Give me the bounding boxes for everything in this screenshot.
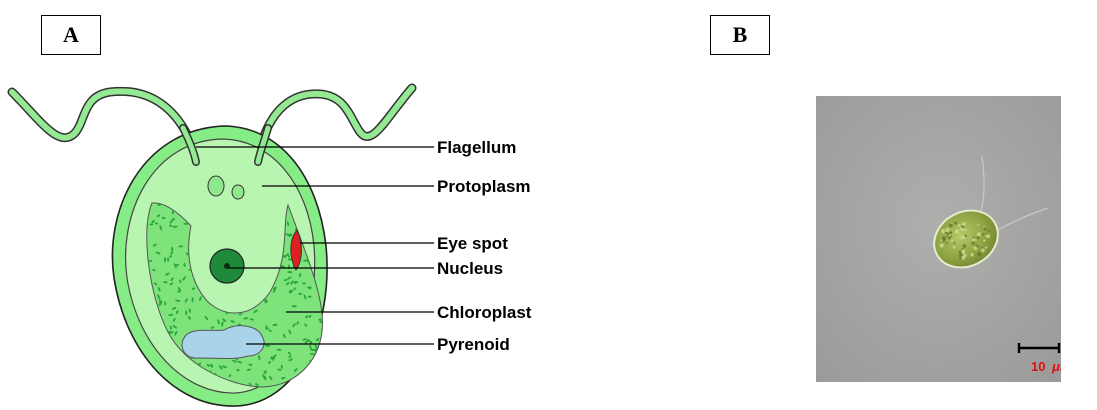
micrograph-texture-dot <box>982 233 985 236</box>
micrograph-texture-dot <box>986 234 990 238</box>
nucleus-organelle <box>210 249 244 283</box>
micrograph-texture-dot <box>970 253 973 256</box>
micrograph-texture-dot <box>940 244 944 248</box>
micrograph-texture-dot <box>959 251 962 254</box>
micrograph-texture-dot <box>954 222 957 225</box>
micrograph-texture-dot <box>945 228 949 232</box>
panel-label-b: B <box>710 15 770 55</box>
chloroplast-dot <box>325 353 330 358</box>
micrograph-texture-dot <box>953 246 956 249</box>
micrograph-texture-dot <box>949 231 952 234</box>
micrograph-texture-dot <box>972 241 976 245</box>
chloroplast-dot <box>319 350 322 355</box>
micrograph-texture-dot <box>964 229 967 232</box>
micrograph-texture-dot <box>941 229 945 233</box>
micrograph-texture-dot <box>981 249 985 253</box>
scale-bar-label: 10 μm <box>1031 359 1061 374</box>
label-pyrenoid: Pyrenoid <box>437 335 510 354</box>
micrograph-texture-dot <box>949 223 953 227</box>
micrograph-texture-dot <box>946 242 948 244</box>
micrograph-texture-dot <box>946 235 948 237</box>
label-eye-spot: Eye spot <box>437 234 508 253</box>
micrograph-texture-dot <box>977 252 981 256</box>
chloroplast-dot <box>300 374 305 379</box>
micrograph-texture-dot <box>981 245 983 247</box>
micrograph-texture-dot <box>951 240 953 242</box>
micrograph-texture-dot <box>984 227 987 230</box>
chloroplast-dot <box>293 384 298 387</box>
micrograph-texture-dot <box>983 226 985 228</box>
micrograph-panel: 10 μm <box>816 96 1061 382</box>
micrograph-texture-dot <box>961 248 963 250</box>
chloroplast-dot <box>323 384 328 386</box>
chloroplast-dot <box>148 380 150 383</box>
label-protoplasm: Protoplasm <box>437 177 531 196</box>
chloroplast-dot <box>308 296 312 298</box>
micrograph-texture-dot <box>940 239 942 241</box>
chlamydomonas-diagram: Flagellum Protoplasm Eye spot Nucleus Ch… <box>0 0 700 410</box>
micrograph-texture-dot <box>947 233 949 235</box>
micrograph-texture-dot <box>962 225 965 228</box>
label-chloroplast: Chloroplast <box>437 303 532 322</box>
chloroplast-dot <box>322 202 325 207</box>
micrograph-texture-dot <box>958 224 961 227</box>
chloroplast-dot <box>156 386 159 392</box>
micrograph-texture-dot <box>985 246 988 249</box>
micrograph-texture-dot <box>977 232 981 236</box>
micrograph-image: 10 μm <box>816 96 1061 382</box>
micrograph-texture-dot <box>977 236 980 239</box>
micrograph-texture-dot <box>961 256 965 260</box>
micrograph-texture-dot <box>948 237 951 240</box>
scale-bar-unit: μm <box>1051 359 1061 374</box>
chloroplast-dot <box>320 383 325 386</box>
label-nucleus: Nucleus <box>437 259 503 278</box>
micrograph-texture-dot <box>955 229 959 233</box>
micrograph-texture-dot <box>953 242 955 244</box>
chloroplast-dot <box>147 367 150 371</box>
chloroplast-dot <box>143 374 147 378</box>
chloroplast-dot <box>141 360 146 364</box>
micrograph-texture-dot <box>983 239 986 242</box>
micrograph-texture-dot <box>960 238 962 240</box>
chloroplast-dot <box>295 387 299 391</box>
micrograph-texture-dot <box>988 230 990 232</box>
chloroplast-dot <box>321 378 324 384</box>
pyrenoid-organelle <box>182 326 264 359</box>
chloroplast-dot <box>321 350 326 354</box>
micrograph-texture-dot <box>964 235 967 238</box>
micrograph-texture-dot <box>973 246 977 250</box>
micrograph-texture-dot <box>963 244 967 248</box>
chloroplast-dot <box>313 361 318 364</box>
micrograph-texture-dot <box>972 238 975 241</box>
chloroplast-dot <box>323 319 325 323</box>
micrograph-texture-dot <box>942 236 946 240</box>
scale-bar-number: 10 <box>1031 359 1045 374</box>
label-flagellum: Flagellum <box>437 138 516 157</box>
micrograph-texture-dot <box>977 224 979 226</box>
